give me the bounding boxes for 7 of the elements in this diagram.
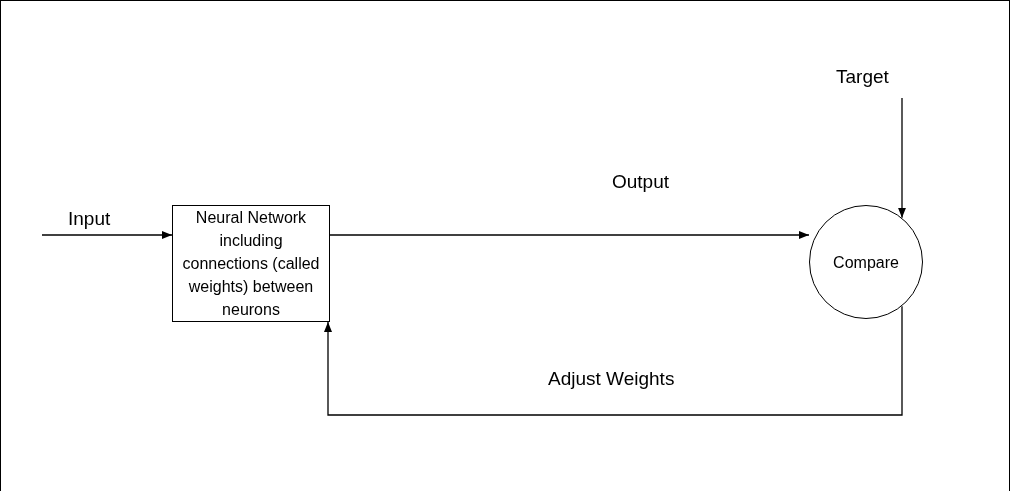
arrow bbox=[41, 231, 173, 239]
arrow bbox=[898, 97, 906, 219]
arrow bbox=[329, 231, 810, 239]
process-box bbox=[172, 205, 330, 322]
node-label: Neural Network including connections (called weights) between neurons bbox=[181, 208, 321, 320]
arrow bbox=[324, 305, 903, 416]
node-label: Compare bbox=[832, 252, 900, 273]
